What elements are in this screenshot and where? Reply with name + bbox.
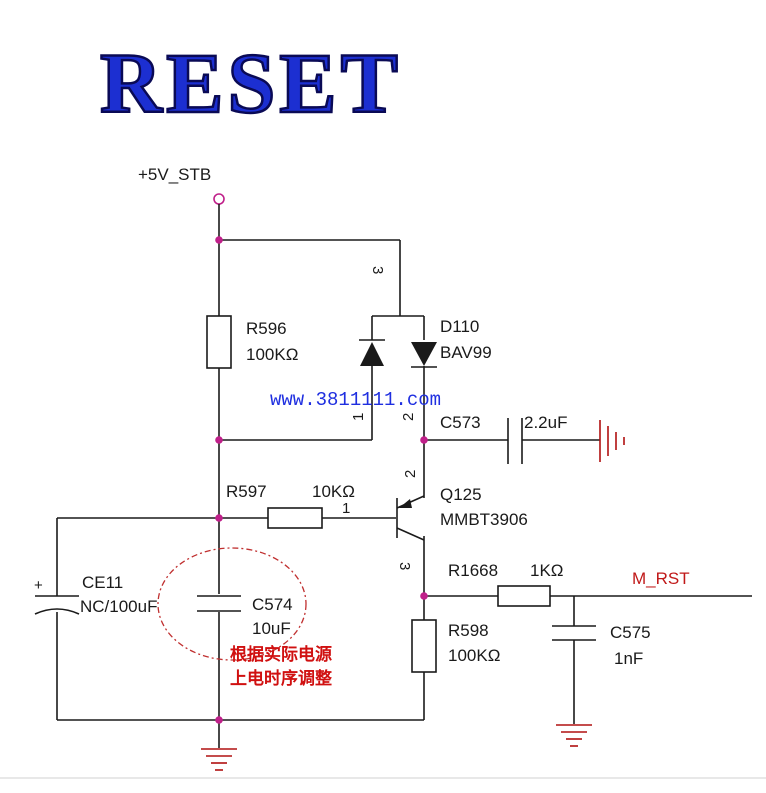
- d110-pin1: 1: [350, 413, 367, 421]
- r598-ref: R598: [448, 621, 489, 640]
- r1668-ref: R1668: [448, 561, 498, 580]
- watermark: www.3811111.com: [270, 389, 441, 411]
- ce11-capacitor-icon: [34, 595, 80, 615]
- d110-ref: D110: [440, 317, 479, 336]
- c573-ref: C573: [440, 413, 481, 432]
- ground-icon-2: [556, 720, 592, 747]
- r596-body: [206, 315, 232, 369]
- c574-ref: C574: [252, 595, 293, 614]
- q125-pin2: 2: [402, 470, 419, 478]
- c575-capacitor-icon: [552, 625, 596, 641]
- r598-body: [411, 619, 437, 673]
- d110-pin3: 3: [369, 266, 386, 274]
- annotation-line2: 上电时序调整: [230, 668, 332, 689]
- power-terminal-icon: [213, 193, 225, 205]
- r597-value: 10KΩ: [312, 482, 355, 501]
- ce11-polarity: +: [34, 577, 43, 594]
- c574-value: 10uF: [252, 619, 291, 638]
- junction-dots: [215, 236, 428, 724]
- wires: [56, 204, 752, 742]
- c574-capacitor-icon: [197, 595, 241, 612]
- c573-capacitor-icon: [507, 418, 523, 464]
- c575-ref: C575: [610, 623, 651, 642]
- c573-value: 2.2uF: [524, 413, 567, 432]
- chassis-ground-icon: [599, 420, 625, 462]
- d110-value: BAV99: [440, 343, 492, 362]
- ground-icon: [201, 742, 237, 771]
- q125-value: MMBT3906: [440, 510, 528, 529]
- r596-ref: R596: [246, 319, 287, 338]
- r1668-value: 1KΩ: [530, 561, 564, 580]
- d110-pin2: 2: [400, 413, 417, 421]
- annotation-line1: 根据实际电源: [230, 644, 332, 665]
- output-net-label: M_RST: [632, 569, 690, 588]
- r597-body: [267, 507, 323, 529]
- r596-value: 100KΩ: [246, 345, 298, 364]
- q125-transistor-icon: [396, 495, 425, 541]
- r1668-body: [497, 585, 551, 607]
- ce11-ref: CE11: [82, 573, 123, 592]
- d110-diode-icon: [359, 339, 437, 368]
- q125-pin1: 1: [342, 500, 350, 517]
- r598-value: 100KΩ: [448, 646, 500, 665]
- ce11-value: NC/100uF: [80, 597, 157, 616]
- c575-value: 1nF: [614, 649, 643, 668]
- schematic-title: RESET: [100, 35, 402, 131]
- q125-pin3: 3: [396, 562, 413, 570]
- r597-ref: R597: [226, 482, 267, 501]
- annotation-circle: [157, 547, 307, 661]
- power-net-label: +5V_STB: [138, 165, 211, 184]
- q125-ref: Q125: [440, 485, 482, 504]
